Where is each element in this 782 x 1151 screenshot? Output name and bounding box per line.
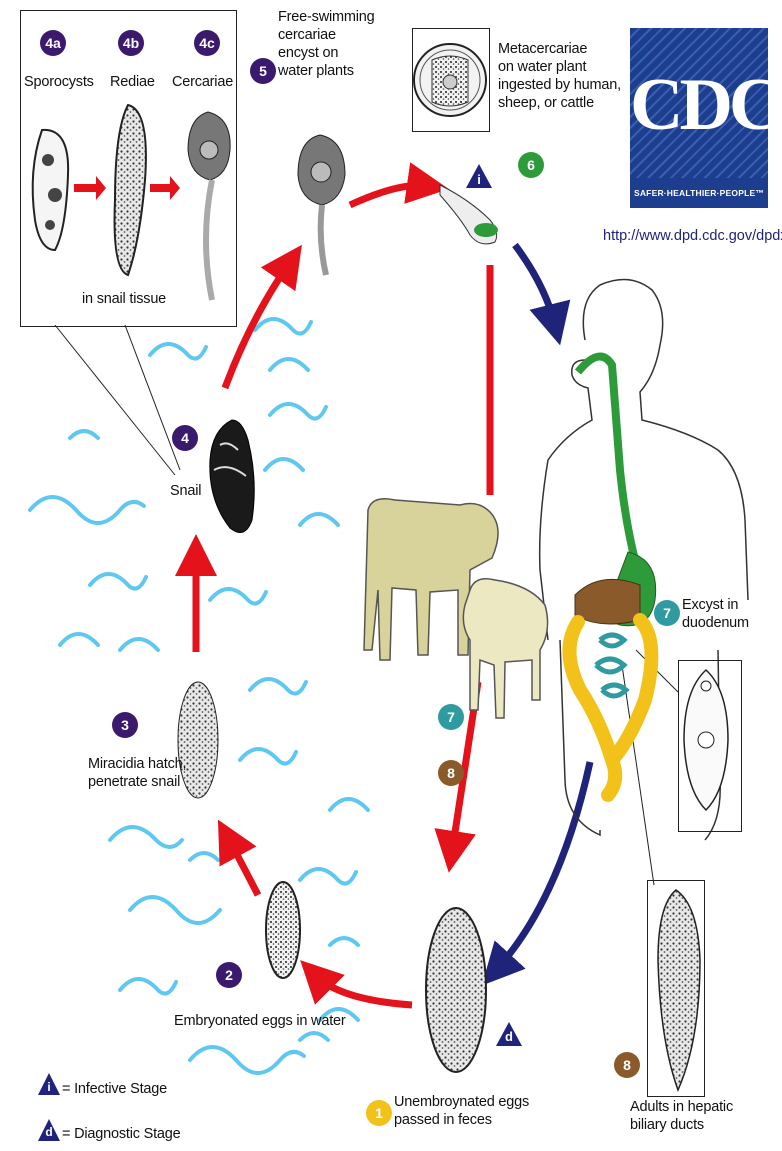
cercariae-label: Cercariae (172, 73, 233, 91)
sheep (463, 579, 547, 718)
stage-badge-3: 3 (112, 712, 138, 738)
liver (575, 579, 640, 624)
legend-infective-mark: i (38, 1080, 60, 1094)
stage-badge-4c: 4c (194, 30, 220, 56)
metacercaria-inset (412, 28, 490, 132)
unembryonated-egg (426, 908, 486, 1072)
cdc-logo-text: CDC (630, 50, 768, 160)
legend-diagnostic-mark: d (38, 1125, 60, 1139)
duodenum-coils (596, 635, 626, 696)
snail (210, 420, 254, 533)
cdc-url-link[interactable]: http://www.dpd.cdc.gov/dpdx (603, 228, 782, 244)
cdc-tagline: SAFER·HEALTHIER·PEOPLE™ (630, 188, 768, 198)
stage1-label: Unembroynated eggs passed in feces (394, 1093, 529, 1129)
stage-badge-1: 1 (366, 1100, 392, 1126)
sporocysts-label: Sporocysts (24, 73, 94, 91)
free-cercaria (298, 135, 345, 275)
stage5-label: Free-swimming cercariae encyst on water … (278, 8, 375, 80)
infective-stage-mark: i (466, 172, 492, 187)
legend-infective-text: = Infective Stage (62, 1080, 167, 1098)
stage3-label: Miracidia hatch, penetrate snail (88, 755, 186, 791)
stage6-label: Metacercariae on water plant ingested by… (498, 40, 621, 112)
snail-tissue-inset (20, 10, 237, 327)
stage8-label: Adults in hepatic biliary ducts (630, 1098, 733, 1134)
stage-badge-5: 5 (250, 58, 276, 84)
stage-badge-8: 8 (614, 1052, 640, 1078)
stage-badge-7: 7 (654, 600, 680, 626)
embryonated-egg (266, 882, 300, 978)
stage-badge-4b: 4b (118, 30, 144, 56)
legend-diagnostic-text: = Diagnostic Stage (62, 1125, 181, 1143)
stage-badge-7-cattle: 7 (438, 704, 464, 730)
stage-badge-2: 2 (216, 962, 242, 988)
stage2-label: Embryonated eggs in water (174, 1012, 346, 1030)
snail-label: Snail (170, 482, 201, 500)
cdc-logo: CDC SAFER·HEALTHIER·PEOPLE™ (630, 28, 768, 208)
stage-badge-4a: 4a (40, 30, 66, 56)
stage-badge-4: 4 (172, 425, 198, 451)
diagnostic-stage-mark: d (496, 1029, 522, 1044)
rediae-label: Rediae (110, 73, 155, 91)
snail-tissue-caption: in snail tissue (82, 290, 166, 308)
stage-badge-8-cattle: 8 (438, 760, 464, 786)
stage7-label: Excyst in duodenum (682, 596, 749, 632)
excyst-inset (678, 660, 742, 832)
adult-fluke-inset (647, 880, 705, 1097)
stage-badge-6: 6 (518, 152, 544, 178)
